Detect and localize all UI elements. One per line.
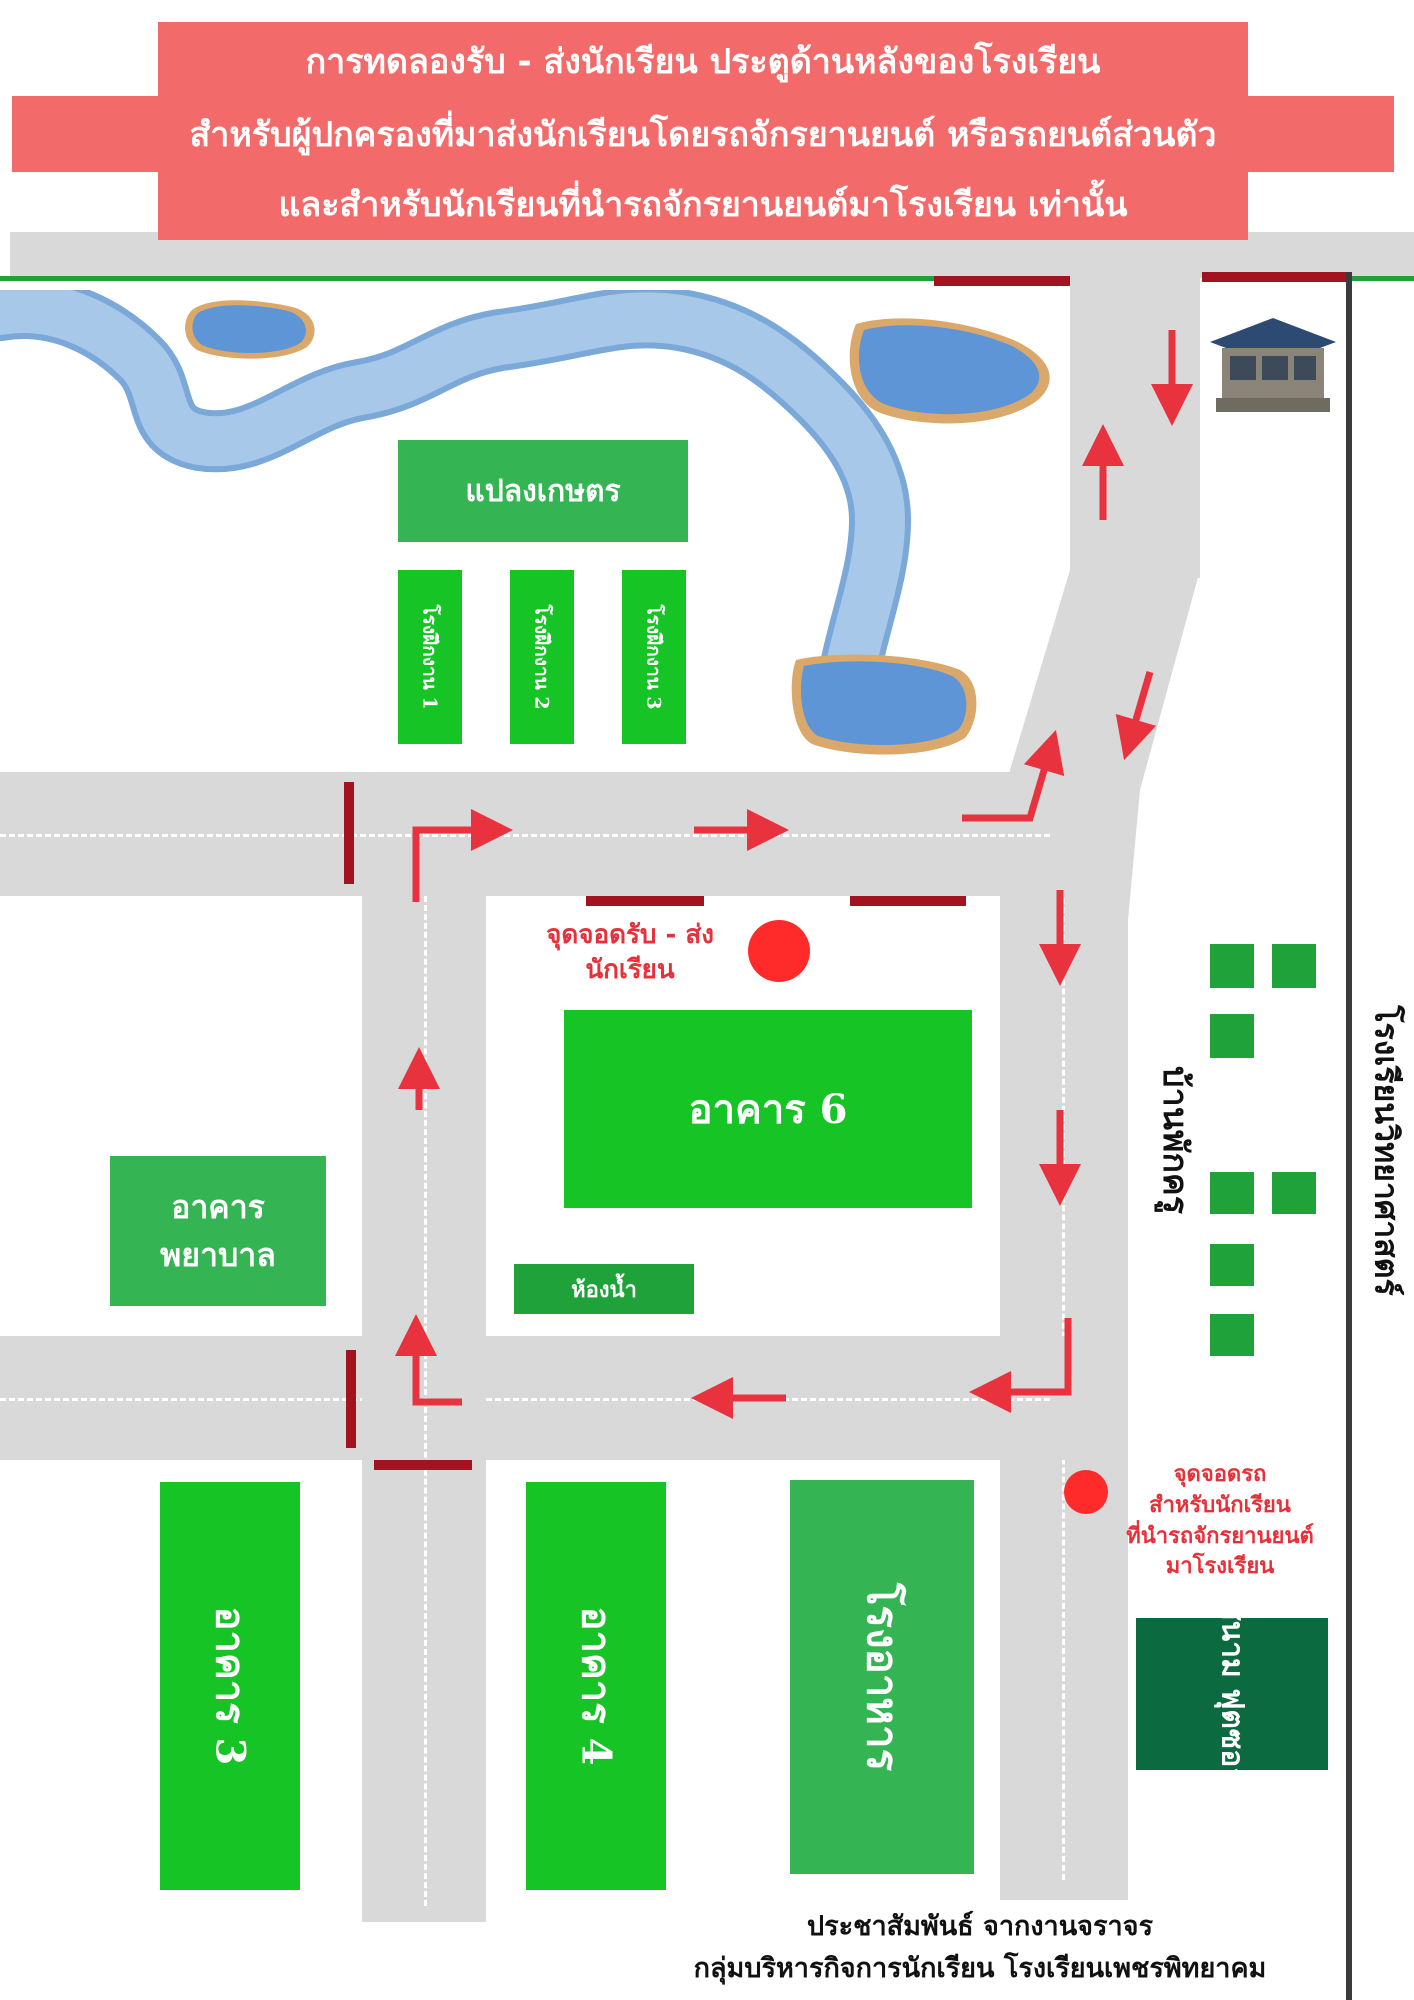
middle-road-center-line bbox=[0, 834, 1050, 837]
moto-parking-label: จุดจอดรถ สำหรับนักเรียน ที่นำรถจักรยานยน… bbox=[1126, 1462, 1314, 1580]
nursing-building: อาคาร พยาบาล bbox=[110, 1156, 326, 1306]
gate-mark-low-bottom bbox=[374, 1460, 472, 1470]
building-6-label: อาคาร 6 bbox=[688, 1086, 848, 1133]
title-line-1: การทดลองรับ - ส่งนักเรียน ประตูด้านหลังข… bbox=[158, 22, 1248, 100]
footer-line-2: กลุ่มบริหารกิจการนักเรียน โรงเรียนเพชรพิ… bbox=[693, 1953, 1267, 1984]
pond-top-left bbox=[185, 300, 315, 359]
building-4: อาคาร 4 bbox=[526, 1482, 666, 1890]
building-3: อาคาร 3 bbox=[160, 1482, 300, 1890]
restroom-label: ห้องน้ำ bbox=[571, 1276, 637, 1303]
gate-mark-mid-b bbox=[850, 896, 966, 906]
gate-mark-top-left bbox=[934, 276, 1070, 286]
pond-center bbox=[791, 654, 977, 755]
gate-mark-low-left bbox=[346, 1350, 356, 1448]
teacher-house-4 bbox=[1210, 1172, 1254, 1214]
pickup-point-marker bbox=[748, 920, 810, 982]
teacher-house-2 bbox=[1272, 944, 1316, 988]
workshop-3: โรงฝึกงาน 3 bbox=[622, 570, 686, 744]
teacher-house-3 bbox=[1210, 1014, 1254, 1058]
arrow-diagonal-down bbox=[1115, 671, 1157, 761]
east-boundary-line bbox=[1346, 272, 1352, 2000]
workshop-1: โรงฝึกงาน 1 bbox=[398, 570, 462, 744]
gate-mark-mid-left bbox=[344, 782, 354, 884]
farm-plot-label: แปลงเกษตร bbox=[465, 473, 621, 509]
top-green-border-right bbox=[1350, 276, 1414, 281]
teacher-house-1 bbox=[1210, 944, 1254, 988]
footer-line-1: ประชาสัมพันธ์ จากงานจราจร bbox=[807, 1911, 1153, 1942]
gate-mark-mid-a bbox=[586, 896, 704, 906]
title-line-2: สำหรับผู้ปกครองที่มาส่งนักเรียนโดยรถจักร… bbox=[12, 96, 1394, 172]
moto-parking-marker bbox=[1064, 1470, 1108, 1514]
building-6: อาคาร 6 bbox=[564, 1010, 972, 1208]
nursing-building-label: อาคาร พยาบาล bbox=[160, 1188, 276, 1274]
teacher-house-7 bbox=[1210, 1314, 1254, 1356]
arrow-left-up-turn bbox=[412, 809, 513, 902]
arrow-lower-left-turn bbox=[395, 1314, 462, 1406]
title-line-3: และสำหรับนักเรียนที่นำรถจักรยานยนต์มาโรง… bbox=[158, 168, 1248, 240]
top-green-border bbox=[0, 276, 940, 281]
restroom: ห้องน้ำ bbox=[514, 1264, 694, 1314]
river bbox=[0, 290, 912, 701]
arrow-corner-west bbox=[969, 1318, 1072, 1413]
workshop-2: โรงฝึกงาน 2 bbox=[510, 570, 574, 744]
pond-top-right bbox=[849, 318, 1050, 424]
canteen: โรงอาหาร bbox=[790, 1480, 974, 1874]
futsal-field: สนาม ฟุตซอล bbox=[1136, 1602, 1328, 1786]
teacher-house-5 bbox=[1272, 1172, 1316, 1214]
pickup-point-label: จุดจอดรับ - ส่ง นักเรียน bbox=[546, 920, 714, 986]
lower-road-center-line bbox=[0, 1398, 1050, 1401]
teacher-house-6 bbox=[1210, 1244, 1254, 1286]
gate-mark-top-right bbox=[1202, 272, 1346, 282]
guard-house-icon bbox=[1210, 318, 1336, 412]
farm-plot: แปลงเกษตร bbox=[398, 440, 688, 542]
arrow-turn-up bbox=[962, 729, 1065, 822]
